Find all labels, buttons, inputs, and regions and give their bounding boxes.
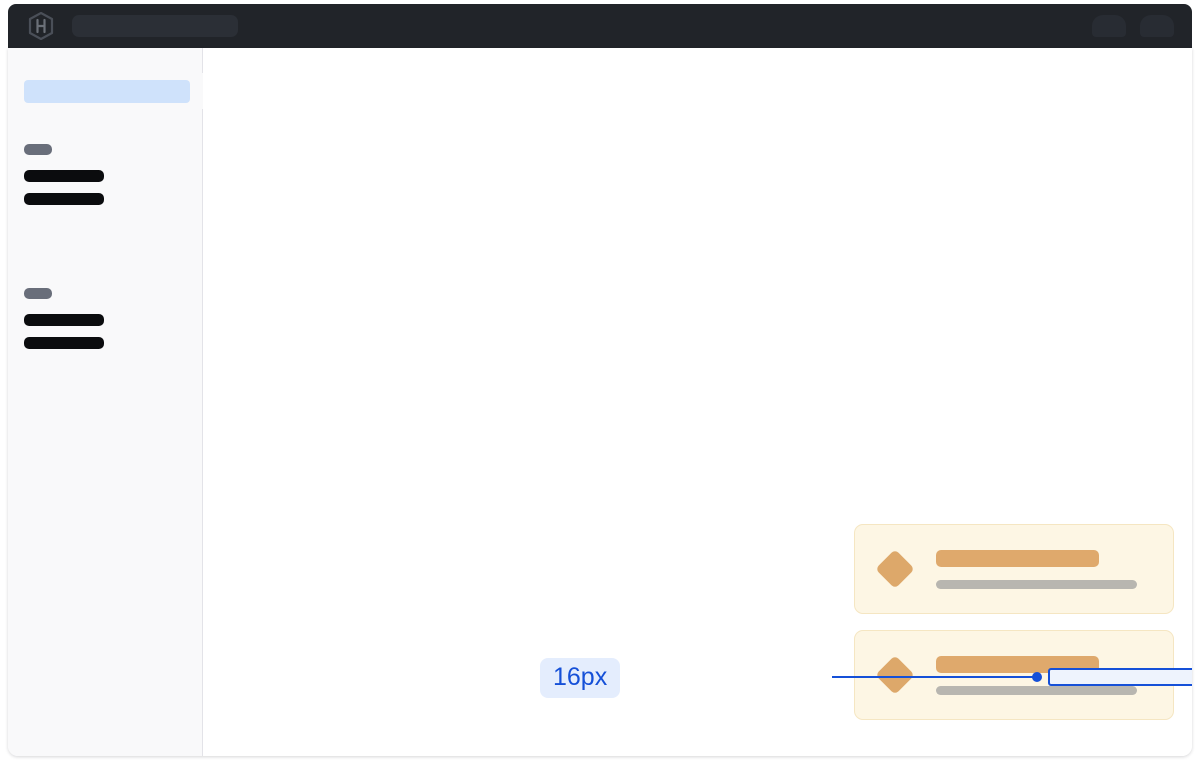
sidebar — [8, 48, 218, 756]
sidebar-group-1 — [24, 144, 104, 216]
hashicorp-hexagon-logo-icon[interactable] — [28, 12, 54, 40]
card-gap-spacer — [854, 614, 1174, 630]
sidebar-group-2 — [24, 288, 104, 360]
sidebar-item-active[interactable] — [24, 80, 190, 103]
spacing-measurement-highlight — [1048, 668, 1192, 686]
header-actions — [1092, 15, 1174, 37]
body-shell: 16px — [8, 48, 1192, 756]
header-search-input[interactable] — [72, 15, 238, 37]
header-action-placeholder-1-icon[interactable] — [1092, 15, 1126, 37]
header-action-placeholder-2-icon[interactable] — [1140, 15, 1174, 37]
main-canvas: 16px — [203, 48, 1192, 756]
top-header-bar — [8, 4, 1192, 48]
sidebar-item[interactable] — [24, 314, 104, 326]
notification-card[interactable] — [854, 524, 1174, 614]
spacing-measurement-anchor-dot — [1032, 672, 1042, 682]
spacing-measurement-label: 16px — [540, 658, 621, 698]
diamond-icon — [875, 655, 915, 695]
card-subtitle — [936, 685, 1137, 695]
spacing-measurement-leader-line — [832, 676, 1037, 678]
card-subtitle — [936, 579, 1137, 589]
card-text-block — [936, 549, 1151, 589]
sidebar-item[interactable] — [24, 193, 104, 205]
diamond-icon — [875, 549, 915, 589]
sidebar-item[interactable] — [24, 170, 104, 182]
sidebar-section-label — [24, 144, 52, 155]
card-title — [936, 549, 1099, 567]
notification-card-stack — [854, 524, 1174, 720]
sidebar-section-label — [24, 288, 52, 299]
sidebar-item[interactable] — [24, 337, 104, 349]
